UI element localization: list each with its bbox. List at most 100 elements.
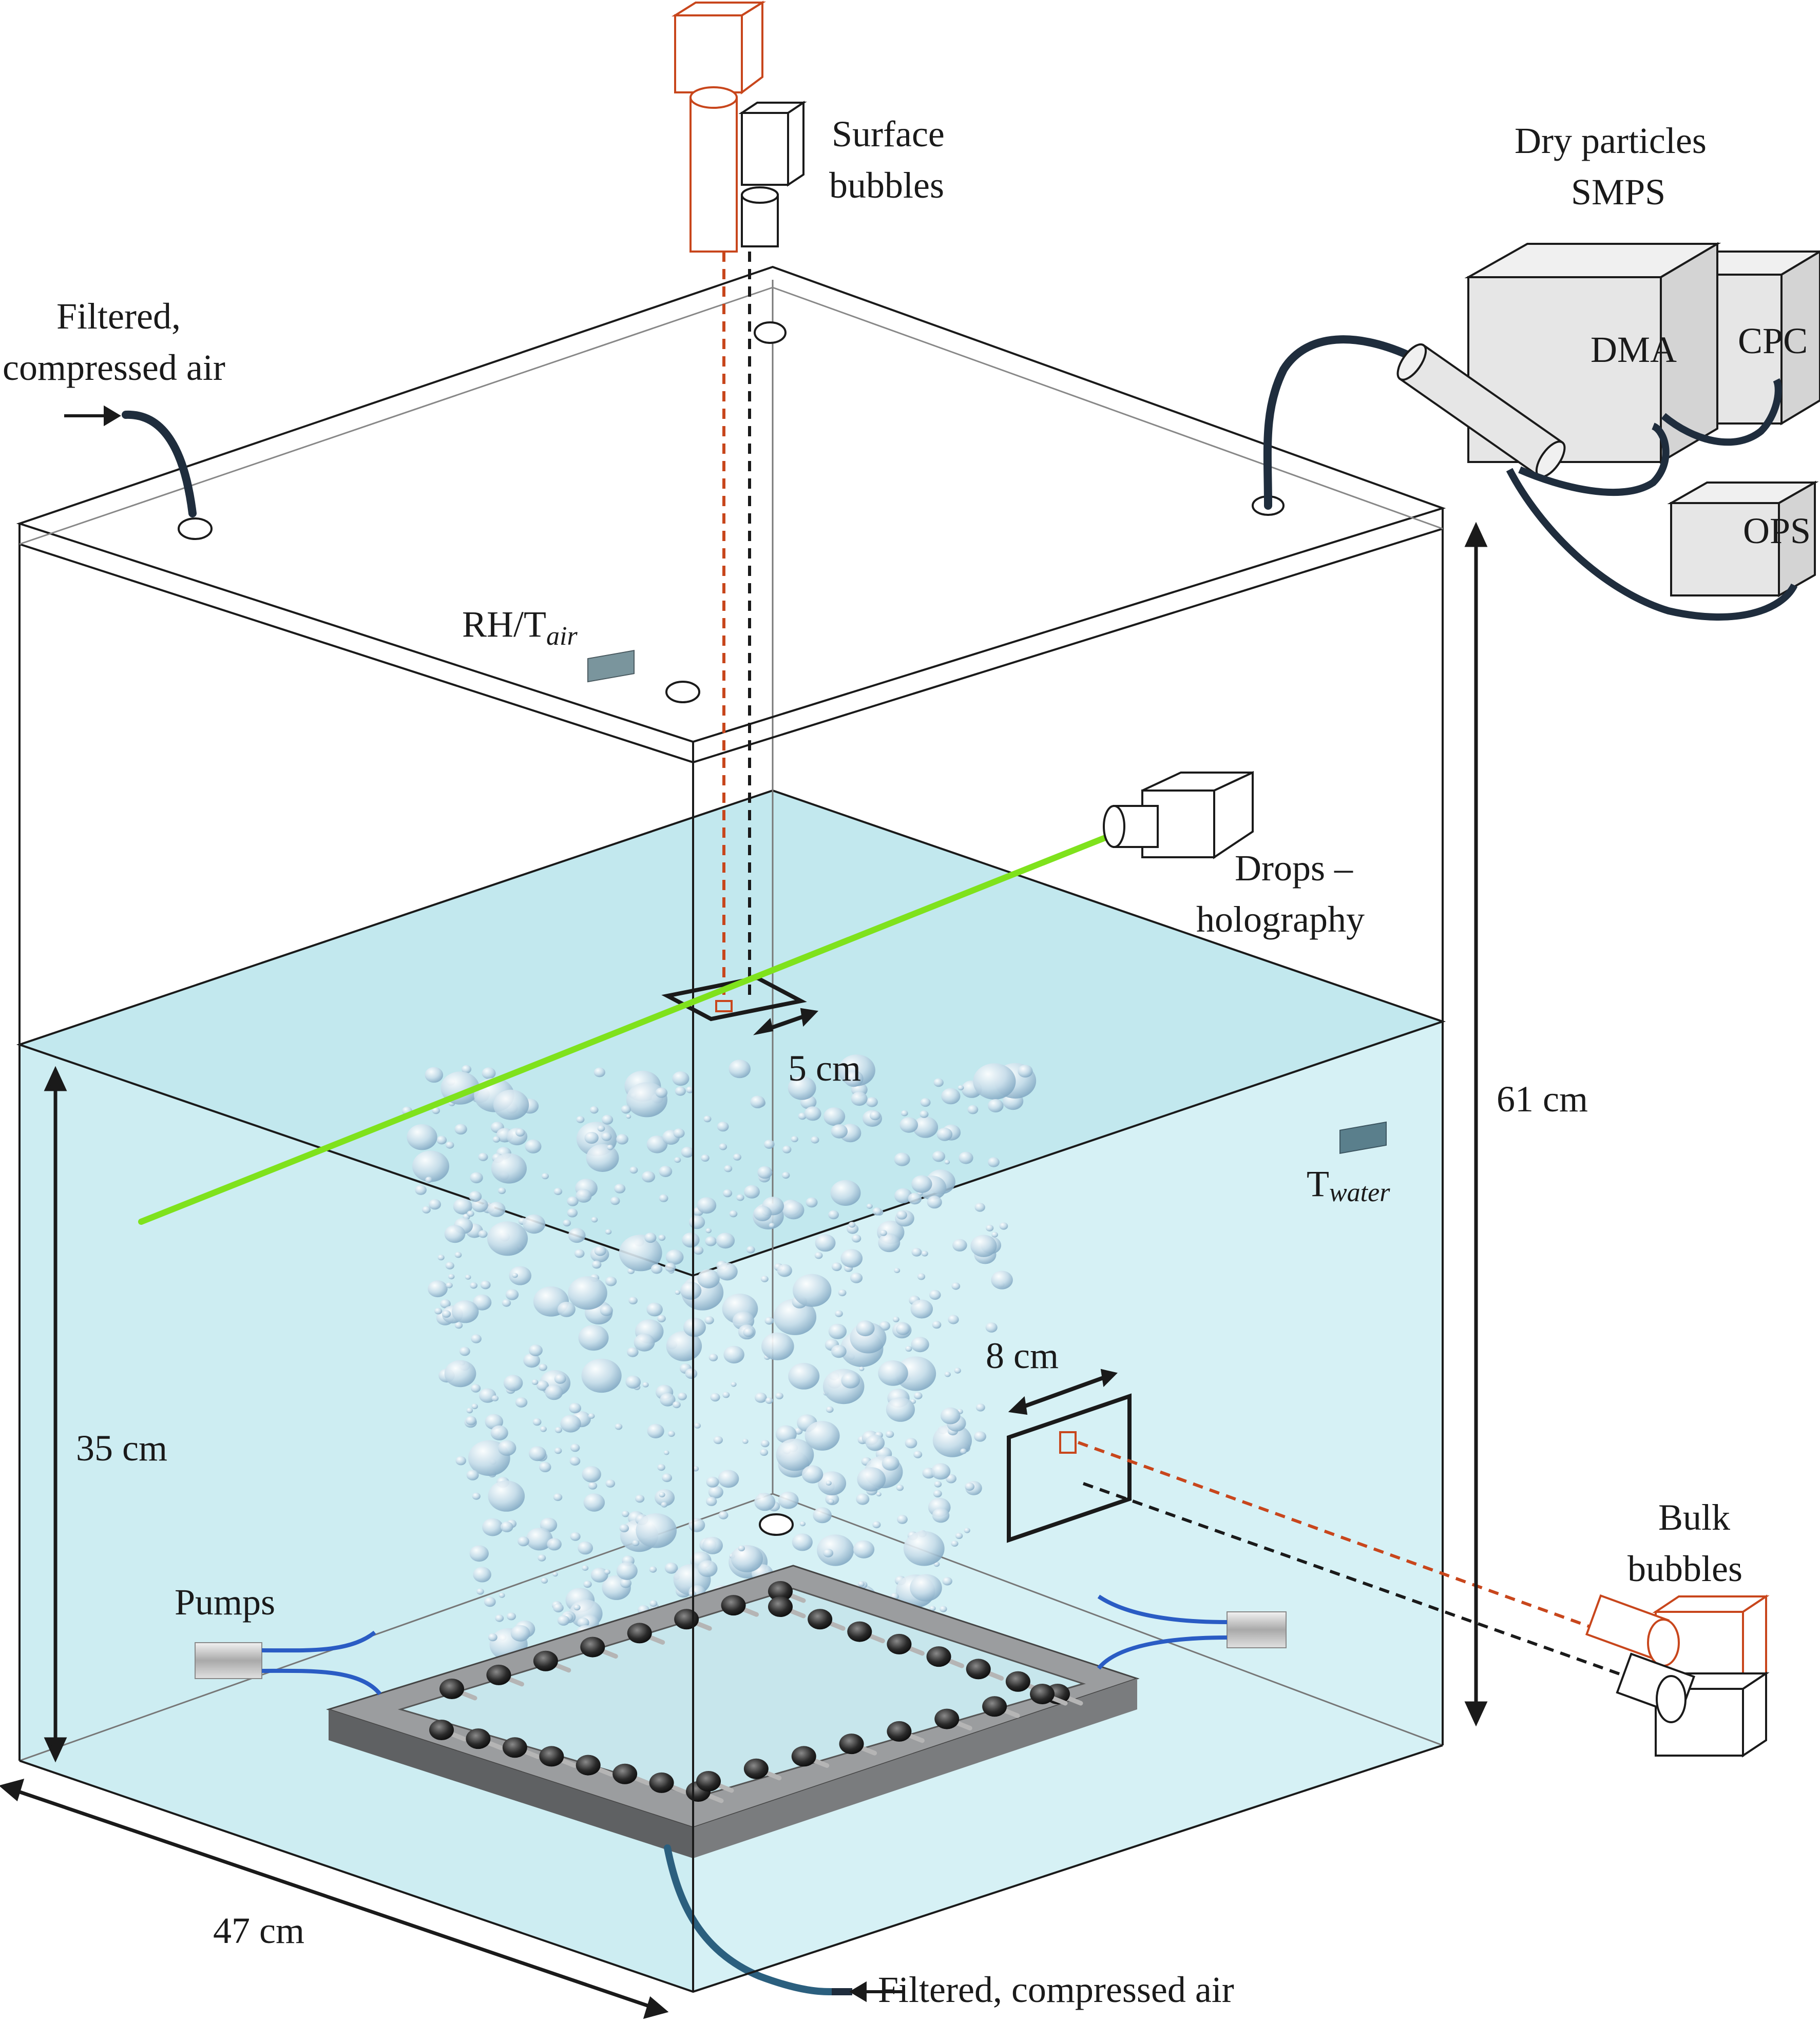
bubble <box>627 1347 639 1357</box>
bubble <box>920 1098 931 1107</box>
bubble <box>973 1063 1016 1100</box>
bubble <box>764 1317 774 1325</box>
bubble <box>929 1606 936 1611</box>
bubble <box>782 1201 804 1220</box>
bubble <box>857 1467 886 1492</box>
bubble <box>632 1539 640 1546</box>
bubble <box>932 1321 942 1329</box>
bubble <box>488 1633 497 1642</box>
bubble <box>814 1252 823 1259</box>
bubble <box>407 1124 437 1150</box>
bubble <box>568 1276 607 1310</box>
bubble <box>681 1146 694 1158</box>
bubble <box>644 1233 657 1243</box>
bubble <box>563 1219 571 1227</box>
bubble <box>605 1479 616 1488</box>
bubble <box>597 1125 605 1132</box>
surface-window-roi <box>715 1000 733 1012</box>
bubble <box>894 1152 910 1166</box>
bubble <box>557 1301 576 1317</box>
bubble <box>934 1481 942 1488</box>
surface-camera-black <box>738 101 807 247</box>
bubble <box>848 1222 856 1228</box>
pump-left <box>195 1630 382 1696</box>
bubble <box>659 1492 665 1497</box>
bubble <box>944 1372 951 1377</box>
bubble <box>610 1197 620 1205</box>
bubble <box>454 1322 463 1329</box>
bubble <box>1018 1065 1033 1078</box>
bubble <box>967 1105 979 1114</box>
bubble <box>429 1199 441 1210</box>
label-dma: DMA <box>1591 329 1677 370</box>
bubble <box>488 1480 525 1512</box>
bubble <box>532 1418 542 1426</box>
bubble <box>936 1127 953 1141</box>
label-rh-t-main: RH/T <box>462 604 546 645</box>
dim-61cm <box>1464 522 1488 1727</box>
bubble <box>757 1166 773 1179</box>
bubble <box>872 1521 881 1529</box>
bubble <box>605 1229 612 1235</box>
bubble <box>954 1368 961 1374</box>
bubble <box>702 1536 723 1554</box>
bubble <box>478 1152 488 1161</box>
bubble <box>804 1106 821 1121</box>
bubble <box>765 1397 773 1404</box>
bubble <box>901 1110 908 1116</box>
bubble <box>445 1262 454 1269</box>
bubble <box>538 1554 546 1562</box>
bubble <box>894 1188 912 1204</box>
bubble <box>896 1485 904 1491</box>
bubble <box>717 1262 738 1281</box>
bubble <box>917 1273 926 1280</box>
diffuser-head <box>887 1633 912 1654</box>
diffuser-head <box>1005 1671 1030 1692</box>
bubble <box>422 1206 431 1214</box>
bubble <box>876 1492 882 1497</box>
bubble <box>831 1344 847 1358</box>
bubble <box>537 1380 549 1391</box>
bubble <box>573 1604 581 1611</box>
ops-outlet-tube <box>1506 468 1798 621</box>
bubble <box>664 1562 678 1574</box>
bubble <box>701 1154 710 1162</box>
bubble <box>844 1070 864 1087</box>
bubble <box>672 1401 681 1409</box>
bubble <box>529 1344 543 1357</box>
bubble <box>658 1235 666 1241</box>
bubble <box>539 1462 551 1472</box>
bubble <box>933 1490 942 1497</box>
bubble <box>455 1456 466 1466</box>
bubble <box>942 1577 952 1586</box>
bubble <box>665 1262 676 1272</box>
pump-right <box>1097 1594 1287 1670</box>
bubble <box>896 1210 907 1220</box>
bubble <box>594 1246 606 1256</box>
bubble <box>828 1323 847 1339</box>
bubble <box>436 1135 447 1145</box>
bubble <box>472 1492 481 1500</box>
label-bulk-bubbles-1: Bulk <box>1658 1497 1730 1538</box>
bubble <box>440 1299 451 1308</box>
bubble <box>465 1416 477 1426</box>
bubble <box>642 1382 649 1388</box>
bubble <box>605 1276 617 1286</box>
bubble <box>512 1273 518 1278</box>
bubble <box>697 1269 720 1288</box>
bubble <box>642 1171 655 1183</box>
bubble <box>905 1438 917 1449</box>
bubble <box>753 1205 772 1221</box>
bubble <box>574 1249 585 1258</box>
bubble <box>710 1393 720 1402</box>
diffuser-head <box>429 1720 454 1740</box>
diffuser-head <box>768 1596 793 1617</box>
label-ops: OPS <box>1743 510 1811 551</box>
bubble <box>723 1189 733 1198</box>
bubble <box>554 1374 566 1384</box>
bubble <box>469 1191 482 1202</box>
bubble <box>933 1078 944 1087</box>
bubble <box>717 1122 729 1132</box>
bubble <box>719 1143 727 1150</box>
label-cpc: CPC <box>1738 320 1808 361</box>
